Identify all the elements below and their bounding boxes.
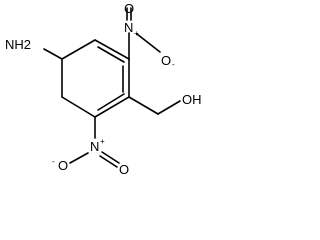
ring-double-bond-1 xyxy=(97,46,125,63)
nitro-bottom-n-label: N xyxy=(90,139,99,154)
ring-bond-3 xyxy=(94,96,130,118)
nitro-bottom-o-double-label: O xyxy=(119,162,129,177)
nitro-top-o-single-label: O xyxy=(161,53,171,68)
ring-bond-1 xyxy=(94,39,130,60)
nitro-bottom-double-bond-b xyxy=(99,155,118,168)
nitro-bottom-n-charge: + xyxy=(100,137,105,146)
hydroxyl-bond xyxy=(157,100,181,115)
chemical-structure-diagram: NH2 N + O O - N + O - O OH xyxy=(5,1,202,177)
nitro-top-single-bond xyxy=(136,33,161,53)
nitro-top-o-charge: - xyxy=(172,60,175,69)
ring-double-bond-3 xyxy=(97,93,125,111)
ring-bond-4 xyxy=(61,96,96,118)
nitro-bottom-o-charge: - xyxy=(52,157,55,166)
benzene-ring xyxy=(61,39,130,118)
nitro-bottom-o-single-label: O xyxy=(58,158,68,173)
methylene-bond xyxy=(128,96,159,115)
hydroxyl-label: OH xyxy=(182,92,202,107)
amine-label: NH2 xyxy=(5,37,31,52)
ring-bond-6 xyxy=(61,39,96,60)
amine-bond xyxy=(43,48,63,60)
nitro-top-n-label: N xyxy=(124,20,133,35)
nitro-bottom-single-bond xyxy=(69,152,89,164)
nitro-top-o-double-label: O xyxy=(124,1,134,16)
nitro-bottom-double-bond-a xyxy=(101,151,120,164)
